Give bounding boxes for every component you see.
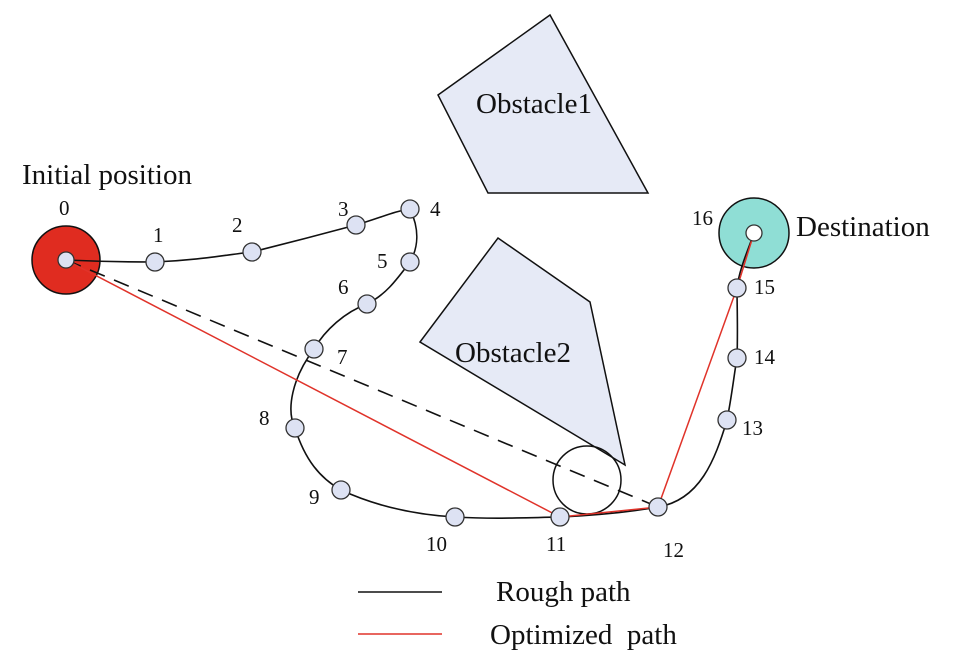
waypoint-5 (400, 252, 420, 272)
waypoint-label-0: 0 (59, 196, 70, 220)
waypoint-label-16: 16 (692, 206, 713, 230)
waypoint-label-11: 11 (546, 532, 566, 556)
waypoint-2 (242, 242, 262, 262)
waypoint-label-9: 9 (309, 485, 320, 509)
waypoint-label-3: 3 (338, 197, 349, 221)
waypoint-7 (304, 339, 324, 359)
waypoint-label-6: 6 (338, 275, 349, 299)
waypoint-13 (717, 410, 737, 430)
waypoint-14 (727, 348, 747, 368)
clearance-circle (552, 445, 622, 515)
obstacle1-shape (437, 13, 650, 194)
waypoint-label-1: 1 (153, 223, 164, 247)
destination-label: Destination (796, 211, 930, 243)
obstacle2-shape (418, 236, 627, 467)
initial-position-label: Initial position (22, 159, 192, 191)
optimized-path (65, 232, 755, 518)
waypoint-6 (357, 294, 377, 314)
waypoint-label-5: 5 (377, 249, 388, 273)
waypoint-3 (346, 215, 366, 235)
waypoint-16 (745, 224, 763, 242)
waypoint-label-2: 2 (232, 213, 243, 237)
waypoint-label-10: 10 (426, 532, 447, 556)
waypoint-label-15: 15 (754, 275, 775, 299)
waypoint-label-7: 7 (337, 345, 348, 369)
waypoint-label-14: 14 (754, 345, 776, 369)
obstacle2-label: Obstacle2 (455, 337, 571, 369)
obstacle1-label: Obstacle1 (476, 88, 592, 120)
waypoint-11 (550, 507, 570, 527)
waypoint-4 (400, 199, 420, 219)
waypoint-label-12: 12 (663, 538, 684, 562)
legend-rough-label: Rough path (496, 576, 631, 608)
legend-optimized-label: Optimized path (490, 619, 677, 651)
waypoint-0 (57, 251, 75, 269)
waypoint-1 (145, 252, 165, 272)
waypoint-12 (648, 497, 668, 517)
waypoint-label-8: 8 (259, 406, 270, 430)
waypoint-10 (445, 507, 465, 527)
waypoint-15 (727, 278, 747, 298)
waypoint-9 (331, 480, 351, 500)
direct-line-dashed (65, 259, 659, 508)
waypoint-label-13: 13 (742, 416, 763, 440)
waypoint-8 (285, 418, 305, 438)
waypoint-label-4: 4 (430, 197, 441, 221)
